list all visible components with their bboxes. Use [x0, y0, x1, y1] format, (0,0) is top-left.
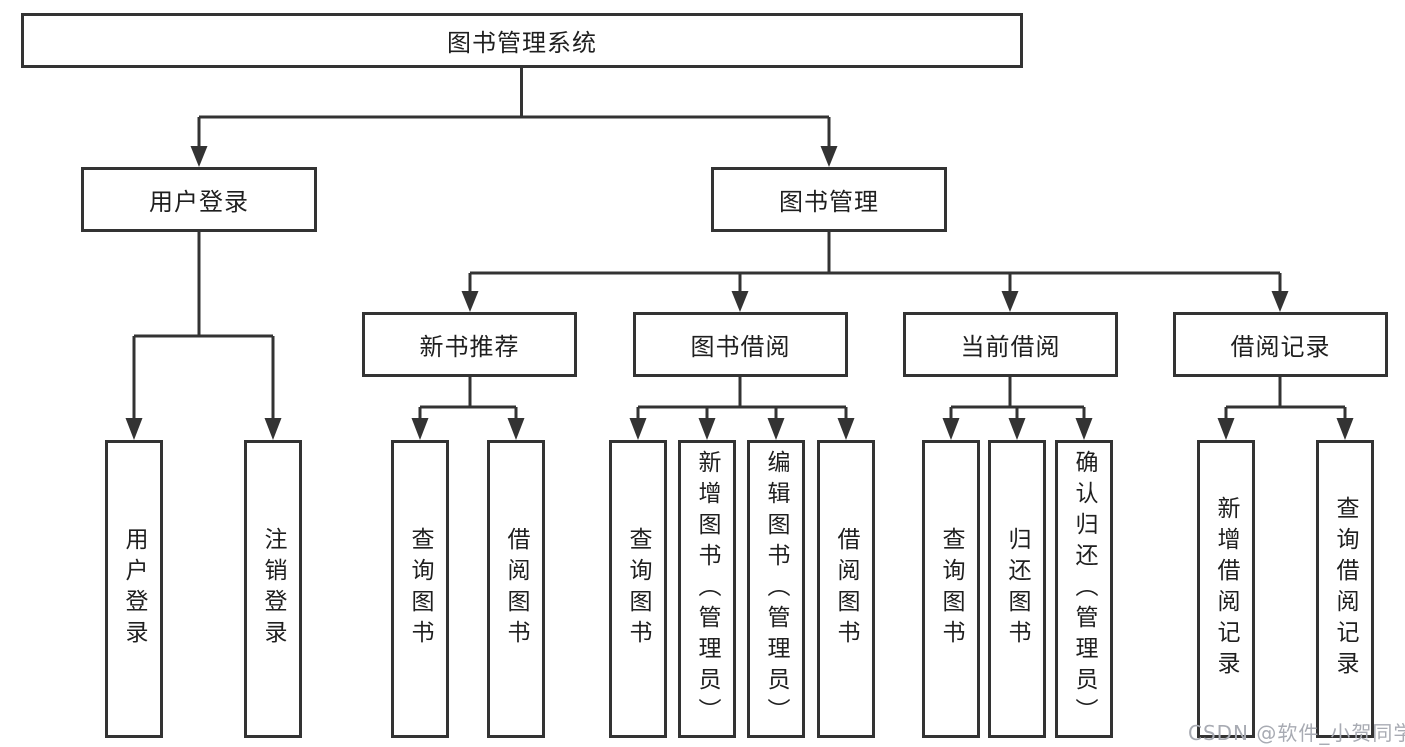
node-book-management: 图书管理: [711, 167, 947, 232]
node-book-borrow: 图书借阅: [633, 312, 848, 377]
leaf-borrow-edit-books-admin: 编辑图书（管理员）: [747, 440, 805, 738]
connector-current-leaves: [949, 377, 1086, 421]
csdn-watermark: CSDN @软件_小贺同学: [1188, 721, 1405, 745]
node-root-system: 图书管理系统: [21, 13, 1023, 68]
leaf-current-query-books: 查询图书: [922, 440, 980, 738]
node-new-book-recommend: 新书推荐: [362, 312, 577, 377]
arrowheads-level3: [461, 291, 1289, 312]
arrowheads-current-leaves: [942, 418, 1093, 440]
connector-userlogin-leaves: [132, 232, 275, 421]
leaf-borrow-add-books-admin: 新增图书（管理员）: [678, 440, 736, 738]
node-borrow-records: 借阅记录: [1173, 312, 1388, 377]
leaf-logout: 注销登录: [244, 440, 302, 738]
connector-borrow-leaves: [636, 377, 848, 421]
leaf-user-login: 用户登录: [105, 440, 163, 738]
leaf-borrow-borrow-books: 借阅图书: [817, 440, 875, 738]
arrowheads-userlogin-leaves: [125, 418, 282, 440]
leaf-records-query-record: 查询借阅记录: [1316, 440, 1374, 738]
leaf-current-return-books: 归还图书: [988, 440, 1046, 738]
arrowheads-newbooks-leaves: [411, 418, 525, 440]
node-user-login: 用户登录: [81, 167, 317, 232]
leaf-newbooks-query-books: 查询图书: [391, 440, 449, 738]
leaf-records-add-record: 新增借阅记录: [1197, 440, 1255, 738]
arrowheads-borrow-leaves: [629, 418, 855, 440]
arrowheads-records-leaves: [1217, 418, 1354, 440]
connector-records-leaves: [1224, 377, 1347, 421]
node-current-borrow: 当前借阅: [903, 312, 1118, 377]
connector-root-to-level2: [197, 68, 831, 150]
connector-newbooks-leaves: [418, 377, 518, 421]
leaf-current-confirm-return-admin: 确认归还（管理员）: [1055, 440, 1113, 738]
leaf-newbooks-borrow-books: 借阅图书: [487, 440, 545, 738]
connector-bookmgmt-to-level3: [468, 232, 1282, 295]
arrowheads-level2: [190, 146, 838, 167]
leaf-borrow-query-books: 查询图书: [609, 440, 667, 738]
